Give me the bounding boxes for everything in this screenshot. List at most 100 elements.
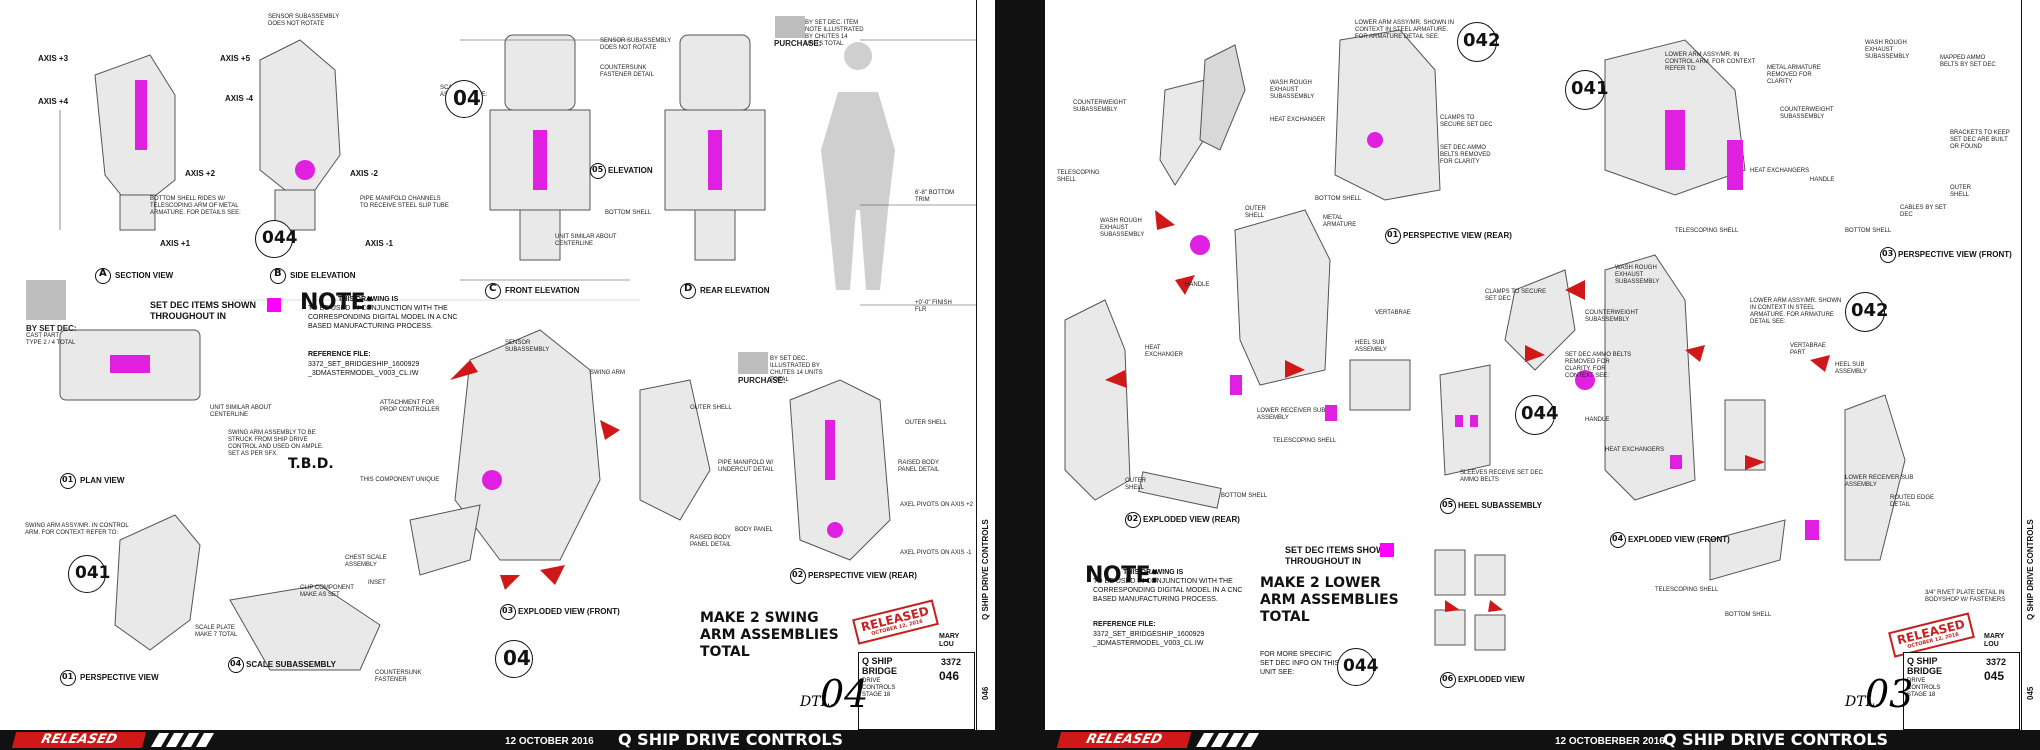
view-marker (60, 670, 76, 686)
view-marker (1880, 247, 1896, 263)
annotation: RAISED BODY PANEL DETAIL (690, 535, 732, 548)
annotation: HEAT EXCHANGER (1270, 117, 1326, 123)
annotation: +0'-0" FINISH FLR (915, 300, 952, 313)
view-marker (1440, 672, 1456, 688)
annotation: SET DEC AMMO BELTS REMOVED FOR CLARITY. … (1565, 352, 1632, 379)
detail-label: DTL. (800, 694, 835, 710)
view-title: PERSPECTIVE VIEW (80, 673, 159, 682)
logo-mary: MARY (939, 633, 960, 640)
set-dec-legend: SET DEC ITEMS SHOWN THROUGHOUT IN (150, 300, 257, 321)
make-quantity: MAKE 2 LOWER ARM ASSEMBLIES TOTAL (1260, 575, 1399, 625)
view-number: 04 (1612, 534, 1624, 543)
annotation: COUNTERSUNK FASTENER DETAIL (600, 65, 654, 78)
sheet-ref-number: 044 (1343, 656, 1379, 676)
view-number: 01 (1387, 230, 1399, 239)
view-number: 02 (1127, 514, 1139, 523)
view-title: FRONT ELEVATION (505, 286, 580, 295)
view-number: 02 (792, 570, 804, 579)
drawing-sheet-right: COUNTERWEIGHT SUBASSEMBLY TELESCOPING SH… (1045, 0, 2040, 750)
sheet-ref-number: 041 (75, 563, 111, 583)
set-dec-swatch (1380, 543, 1394, 557)
tbd-label: T.B.D. (288, 456, 334, 472)
view-number: 04 (230, 659, 242, 668)
sheet-ref-bubble (445, 80, 483, 118)
annotation: BY SET DEC. ITEM NOTE ILLUSTRATED BY CHU… (805, 20, 864, 47)
view-title: PERSPECTIVE VIEW (REAR) (808, 571, 917, 580)
view-title: EXPLODED VIEW (REAR) (1143, 515, 1240, 524)
issue-date: 12 OCTOBERBER 2016 (1555, 736, 1665, 747)
sheet-ref-bubble (1565, 70, 1605, 110)
note-body: TO BE USED IN CONJUNCTION WITH THE CORRE… (308, 305, 458, 330)
view-marker (1610, 532, 1626, 548)
line-art-right (1064, 29, 1906, 651)
title-block-sub: DRIVE CONTROLS STAGE 18 (862, 678, 896, 698)
annotation: BOTTOM SHELL (1221, 493, 1268, 499)
annotation: COUNTERWEIGHT SUBASSEMBLY (1585, 310, 1639, 323)
side-strip-title: Q SHIP DRIVE CONTROLS (2026, 519, 2035, 620)
annotation: UNIT SIMILAR ABOUT CENTERLINE (555, 234, 617, 247)
sheet-ref-number: 04 (453, 86, 481, 110)
title-block-project: Q SHIP BRIDGE (1907, 656, 1943, 676)
title-block: Q SHIP BRIDGE DRIVE CONTROLS STAGE 18 33… (858, 633, 975, 730)
axis-label: AXIS +3 (38, 54, 69, 63)
annotation: HEAT EXCHANGERS (1750, 168, 1810, 174)
logo-lou: LOU (939, 641, 954, 648)
annotation: LOWER RECEIVER SUB ASSEMBLY (1257, 408, 1326, 421)
view-title: EXPLODED VIEW (FRONT) (518, 607, 620, 616)
annotation: COUNTERSUNK FASTENER (375, 670, 422, 683)
note-lead: THIS DRAWING IS (338, 296, 399, 303)
axis-label: AXIS -4 (225, 94, 254, 103)
annotation: HANDLE (1585, 417, 1610, 423)
more-info-note: FOR MORE SPECIFIC SET DEC INFO ON THIS U… (1260, 651, 1340, 676)
view-title: REAR ELEVATION (700, 286, 770, 295)
annotation: BODY PANEL (735, 527, 773, 533)
annotation: VERTABRAE (1375, 310, 1411, 316)
annotation: TELESCOPING SHELL (1675, 228, 1739, 234)
annotation: BOTTOM SHELL (605, 210, 652, 216)
annotation: WASH ROUGH EXHAUST SUBASSEMBLY (1615, 265, 1660, 285)
view-title: SECTION VIEW (115, 271, 174, 280)
logo-mary: MARY (1984, 633, 2005, 640)
detail-label: DTL. (1845, 694, 1880, 710)
hazard-stripe (1240, 733, 1260, 747)
annotation: SET DEC AMMO BELTS REMOVED FOR CLARITY (1440, 145, 1491, 165)
annotation: BY SET DEC: (26, 324, 77, 333)
released-banner: RELEASED (1056, 732, 1192, 748)
annotation: BY SET DEC. ILLUSTRATED BY CHUTES 14 UNI… (770, 356, 823, 383)
set-dec-photo (26, 280, 66, 320)
detail-number: 03 (1865, 672, 1914, 716)
view-letter: D (684, 283, 693, 294)
annotation: INSET (368, 580, 386, 586)
annotation: HEAT EXCHANGER (1145, 345, 1184, 358)
view-title: SCALE SUBASSEMBLY (246, 660, 336, 669)
sheet-ref-number: 044 (262, 228, 298, 248)
annotation: OUTER SHELL (690, 405, 732, 411)
annotation: SWING ARM (590, 370, 626, 376)
annotation: PIPE MANIFOLD CHANNELS TO RECEIVE STEEL … (360, 196, 449, 209)
view-number: 06 (1442, 674, 1454, 683)
view-number: 05 (1442, 500, 1454, 509)
annotation: CHEST SCALE ASSEMBLY (345, 555, 387, 568)
view-title: PERSPECTIVE VIEW (REAR) (1403, 231, 1512, 240)
annotation: WASH ROUGH EXHAUST SUBASSEMBLY (1100, 218, 1145, 238)
sheet-ref-bubble (1457, 22, 1497, 62)
axis-label: AXIS -1 (365, 239, 394, 248)
annotation: WASH ROUGH EXHAUST SUBASSEMBLY (1865, 40, 1910, 60)
annotation: SWING ARM ASSEMBLY TO BE STRUCK FROM SHI… (228, 430, 324, 457)
annotation: AXEL PIVOTS ON AXIS -1 (900, 550, 972, 556)
annotation: CLAMPS TO SECURE SET DEC (1440, 115, 1493, 128)
view-title: HEEL SUBASSEMBLY (1458, 501, 1543, 510)
view-number: 03 (502, 606, 514, 615)
axis-label: AXIS +4 (38, 97, 69, 106)
annotation: BOTTOM SHELL (1845, 228, 1892, 234)
axis-label: AXIS -2 (350, 169, 379, 178)
view-marker (95, 268, 111, 284)
view-title: ELEVATION (608, 166, 653, 175)
annotation: ATTACHMENT FOR PROP CONTROLLER (380, 400, 440, 413)
make-quantity: MAKE 2 SWING ARM ASSEMBLIES TOTAL (700, 610, 839, 660)
annotation: OUTER SHELL (905, 420, 947, 426)
reference-file-title: REFERENCE FILE: (308, 351, 371, 358)
sheet-ref-number: 044 (1521, 403, 1559, 424)
annotation: 3/4" RIVET PLATE DETAIL IN BODYSHOP W/ F… (1925, 590, 2006, 603)
view-marker (590, 163, 606, 179)
